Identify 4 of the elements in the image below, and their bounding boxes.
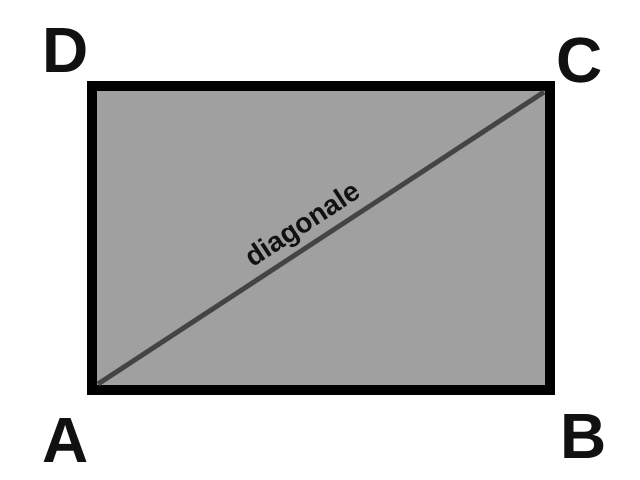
vertex-label: A	[42, 408, 88, 472]
vertex-label: B	[560, 404, 606, 468]
vertex-label: D	[42, 18, 88, 82]
vertex-label: C	[556, 28, 602, 92]
